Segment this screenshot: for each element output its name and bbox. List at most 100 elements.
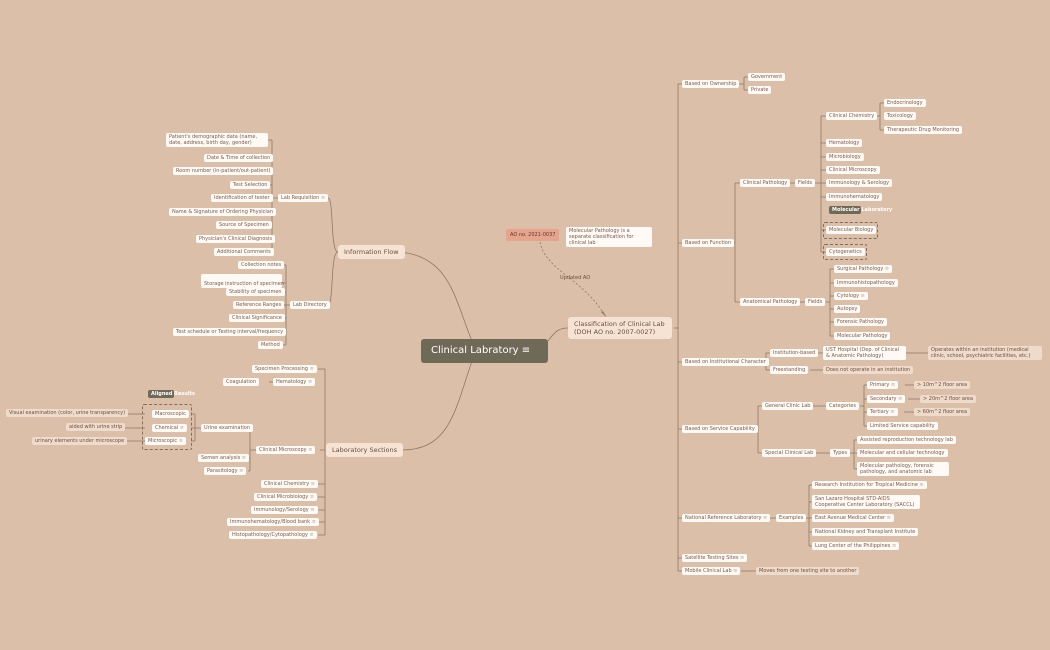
primary-note[interactable]: > 10m^2 floor area	[914, 381, 971, 389]
requisition-item[interactable]: Source of Specimen	[216, 221, 272, 229]
ap-item[interactable]: Autopsy	[834, 305, 861, 313]
urine-exam-node[interactable]: Urine examination	[201, 424, 254, 432]
institution-based-node[interactable]: Institution-based	[770, 349, 819, 357]
satellite-testing-node[interactable]: Satellite Testing Sites ≡	[682, 554, 748, 562]
directory-item[interactable]: Stability of specimen	[226, 288, 285, 296]
tertiary-note[interactable]: > 60m^2 floor area	[914, 408, 971, 416]
example-item[interactable]: San Lazaro Hospital STD-AIDS Cooperative…	[812, 495, 920, 509]
requisition-item[interactable]: Patient's demographic data (name, date, …	[166, 133, 268, 147]
function-node[interactable]: Based on Function	[682, 239, 735, 247]
aligned-results-label[interactable]: Aligned Results	[148, 390, 195, 398]
example-item[interactable]: Lung Center of the Philippines ≡	[812, 542, 900, 550]
molecular-laboratory-label[interactable]: Molecular Laboratory	[829, 206, 892, 214]
types-node[interactable]: Types	[830, 449, 851, 457]
section-item[interactable]: Clinical Microbiology ≡	[254, 493, 318, 501]
macroscopic-note[interactable]: Visual examination (color, urine transpa…	[6, 409, 129, 417]
primary-node[interactable]: Primary ≡	[867, 381, 899, 389]
chemical-note[interactable]: aided with urine strip	[66, 423, 126, 431]
requisition-item[interactable]: Date & Time of collection	[204, 154, 274, 162]
parasitology-node[interactable]: Parasitology ≡	[204, 467, 247, 475]
ownership-item[interactable]: Government	[748, 73, 786, 81]
information-flow-node[interactable]: Information Flow	[338, 245, 405, 259]
clinical-chemistry-node[interactable]: Clinical Chemistry	[826, 112, 878, 120]
secondary-note[interactable]: > 20m^2 floor area	[920, 395, 977, 403]
ap-item[interactable]: Immunohistopathology	[834, 279, 898, 287]
clinical-pathology-node[interactable]: Clinical Pathology	[740, 179, 791, 187]
freestanding-node[interactable]: Freestanding	[770, 366, 809, 374]
type-item[interactable]: Molecular pathology, forensic pathology,…	[857, 462, 949, 476]
type-item[interactable]: Assisted reproduction technology lab	[857, 436, 956, 444]
directory-item[interactable]: Storage instruction of specimen	[201, 274, 284, 288]
section-item[interactable]: Histopathology/Cytopathology ≡	[229, 531, 317, 539]
chemistry-item[interactable]: Endocrinology	[884, 99, 926, 107]
ap-item[interactable]: Surgical Pathology ≡	[834, 265, 893, 273]
microscopic-node[interactable]: Microscopic ≡	[145, 437, 186, 445]
laboratory-sections-node[interactable]: Laboratory Sections	[326, 443, 404, 457]
directory-item[interactable]: Reference Ranges	[233, 301, 285, 309]
section-item[interactable]: Immunohematology/Blood bank ≡	[227, 518, 319, 526]
directory-item[interactable]: Test schedule or Testing interval/freque…	[173, 328, 287, 336]
macroscopic-node[interactable]: Macroscopic	[152, 410, 189, 418]
limited-service-node[interactable]: Limited Service capability	[867, 422, 938, 430]
institutional-node[interactable]: Based on Institutional Character	[682, 358, 769, 366]
special-clinical-lab-node[interactable]: Special Clinical Lab	[762, 449, 817, 457]
type-item[interactable]: Molecular and cellular technology	[857, 449, 948, 457]
ap-item[interactable]: Molecular Pathology	[834, 332, 891, 340]
national-reference-node[interactable]: National Reference Laboratory ≡	[682, 514, 771, 522]
pathology-field-item[interactable]: Immunology & Serology	[826, 179, 893, 187]
requisition-item[interactable]: Name & Signature of Ordering Physician	[169, 208, 276, 216]
pathology-field-item[interactable]: Hematology	[826, 139, 863, 147]
general-clinic-lab-node[interactable]: General Clinic Lab	[762, 402, 814, 410]
fields-node-ap[interactable]: Fields	[805, 298, 826, 306]
ao-tag[interactable]: AO no. 2021-0037	[506, 229, 560, 241]
cytogenetics-node[interactable]: Cytogenetics	[826, 248, 865, 256]
fields-node[interactable]: Fields	[795, 179, 816, 187]
section-item[interactable]: Clinical Chemistry ≡	[261, 480, 318, 488]
lab-requisition-node[interactable]: Lab Requisition ≡	[278, 194, 329, 202]
requisition-item[interactable]: Physician's Clinical Diagnosis	[196, 235, 276, 243]
directory-item[interactable]: Collection notes	[238, 261, 285, 269]
ap-item[interactable]: Cytology ≡	[834, 292, 868, 300]
directory-item[interactable]: Clinical Significance	[229, 314, 285, 322]
pathology-field-item[interactable]: Microbiology	[826, 153, 864, 161]
ownership-item[interactable]: Private	[748, 86, 772, 94]
ap-item[interactable]: Forensic Pathology	[834, 318, 887, 326]
microscopic-note[interactable]: urinary elements under microscope	[32, 437, 128, 445]
ust-hospital-node[interactable]: UST Hospital (Dep. of Clinical & Anatomi…	[823, 346, 906, 360]
tertiary-node[interactable]: Tertiary ≡	[867, 408, 898, 416]
coagulation-node[interactable]: Coagulation	[223, 378, 259, 386]
molecular-biology-node[interactable]: Molecular Biology	[826, 226, 877, 234]
ownership-node[interactable]: Based on Ownership	[682, 80, 740, 88]
mobile-lab-node[interactable]: Mobile Clinical Lab ≡	[682, 567, 741, 575]
requisition-item[interactable]: Additional Comments	[214, 248, 274, 256]
example-item[interactable]: Research Institution for Tropical Medici…	[812, 481, 927, 489]
service-capability-node[interactable]: Based on Service Capability	[682, 425, 758, 433]
freestanding-note[interactable]: Does not operate in an institution	[823, 366, 914, 374]
requisition-item[interactable]: Room number (in-patient/out-patient)	[173, 167, 274, 175]
anatomical-pathology-node[interactable]: Anatomical Pathology	[740, 298, 801, 306]
classification-node[interactable]: Classification of Clinical Lab (DOH AO n…	[568, 317, 672, 339]
example-item[interactable]: National Kidney and Transplant Institute	[812, 528, 919, 536]
chemical-node[interactable]: Chemical ≡	[152, 424, 187, 432]
ust-note[interactable]: Operates within an institution (medical …	[928, 346, 1042, 360]
requisition-item[interactable]: Identification of tester	[211, 194, 273, 202]
categories-node[interactable]: Categories	[826, 402, 859, 410]
chemistry-item[interactable]: Therapeutic Drug Monitoring	[884, 126, 963, 134]
chemistry-item[interactable]: Toxicology	[884, 112, 916, 120]
examples-node[interactable]: Examples	[776, 514, 807, 522]
central-topic[interactable]: Clinical Labratory ≡	[421, 339, 548, 363]
section-item[interactable]: Immunology/Serology ≡	[251, 506, 318, 514]
semen-analysis-node[interactable]: Semen analysis ≡	[198, 454, 249, 462]
ao-note[interactable]: Molecular Pathology is a separate classi…	[566, 227, 652, 247]
secondary-node[interactable]: Secondary ≡	[867, 395, 906, 403]
example-item[interactable]: East Avenue Medical Center ≡	[812, 514, 894, 522]
mobile-note[interactable]: Moves from one testing site to another	[756, 567, 860, 575]
pathology-field-item[interactable]: Clinical Microscopy	[826, 166, 880, 174]
hematology-node[interactable]: Hematology ≡	[273, 378, 316, 386]
pathology-field-item[interactable]: Immunohematology	[826, 193, 883, 201]
requisition-item[interactable]: Test Selection	[230, 181, 271, 189]
directory-item[interactable]: Method	[258, 341, 283, 349]
clinical-microscopy-node[interactable]: Clinical Microscopy ≡	[256, 446, 316, 454]
lab-directory-node[interactable]: Lab Directory	[290, 301, 330, 309]
specimen-processing-node[interactable]: Specimen Processing ≡	[252, 365, 317, 373]
